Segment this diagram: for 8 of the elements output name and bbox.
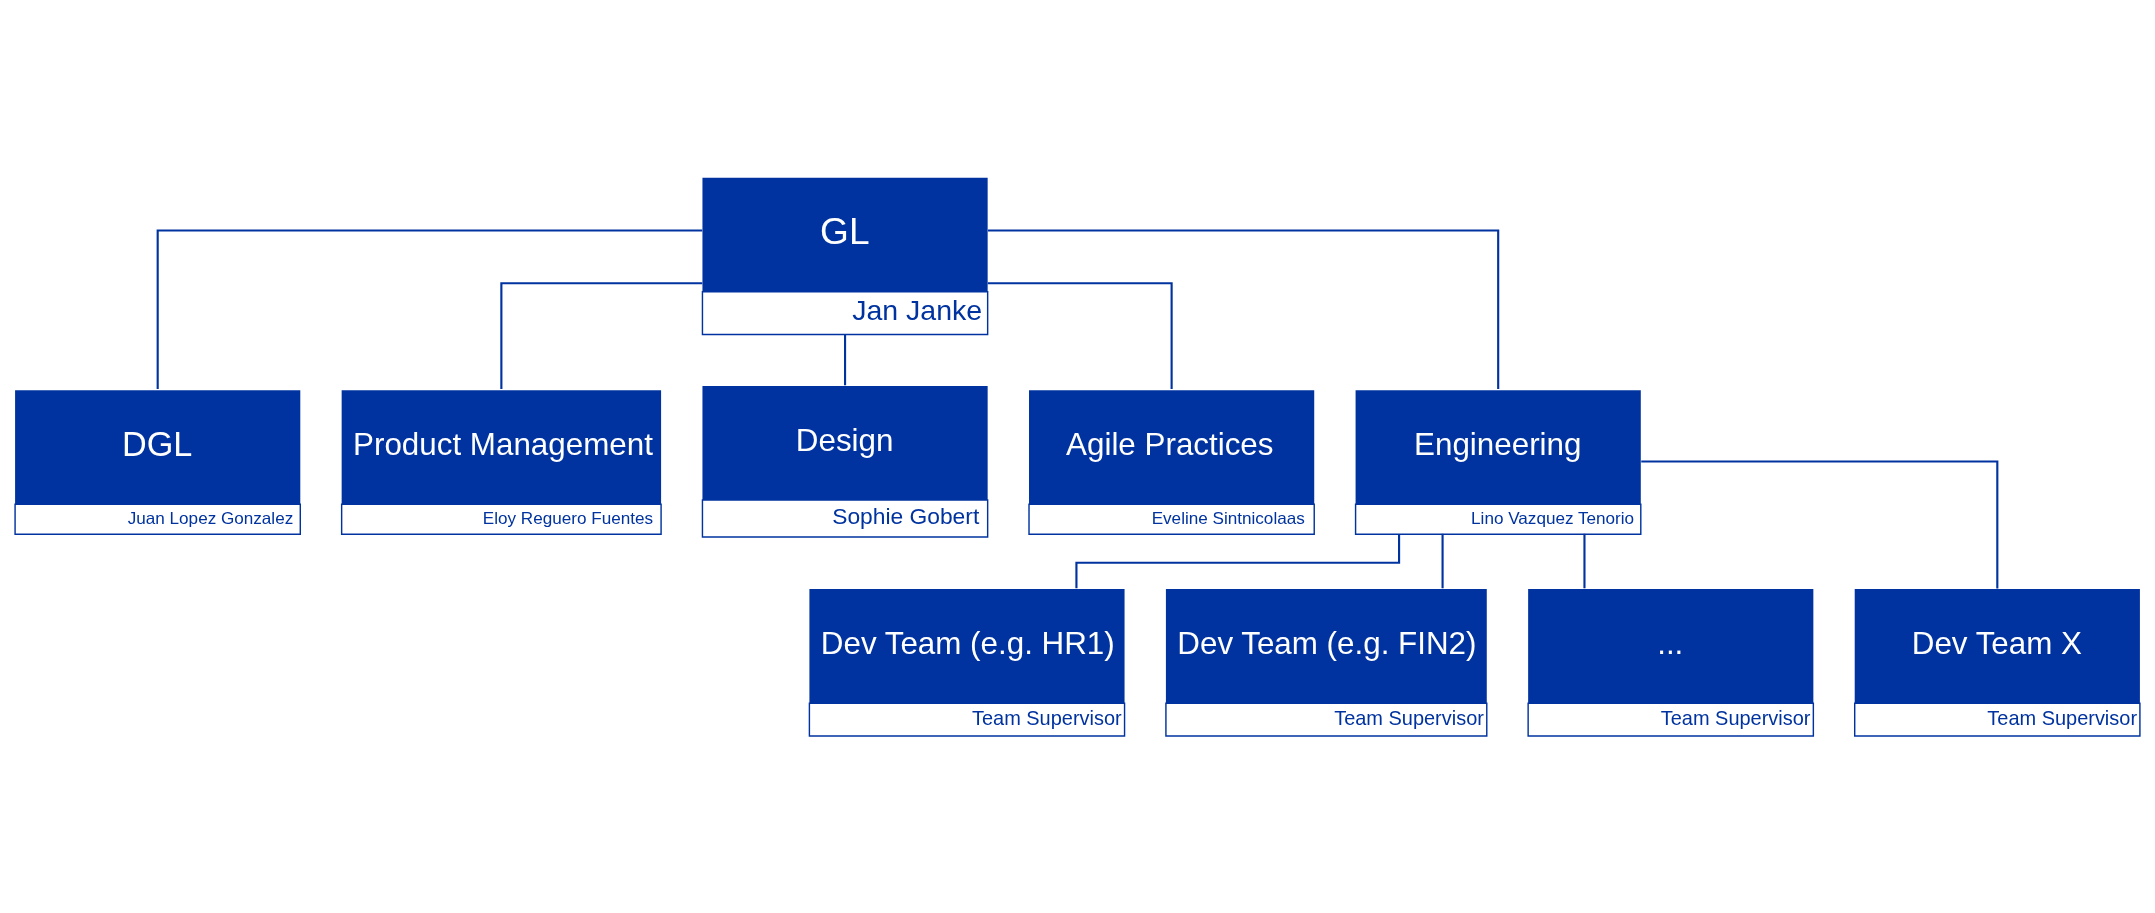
- connector: [156, 229, 703, 390]
- connector: [988, 229, 1500, 390]
- connector: [500, 282, 703, 389]
- connector: [1441, 533, 1444, 589]
- connector: [843, 334, 847, 386]
- connector: [1641, 460, 1999, 589]
- connector: [987, 282, 1173, 389]
- connector: [1583, 533, 1586, 589]
